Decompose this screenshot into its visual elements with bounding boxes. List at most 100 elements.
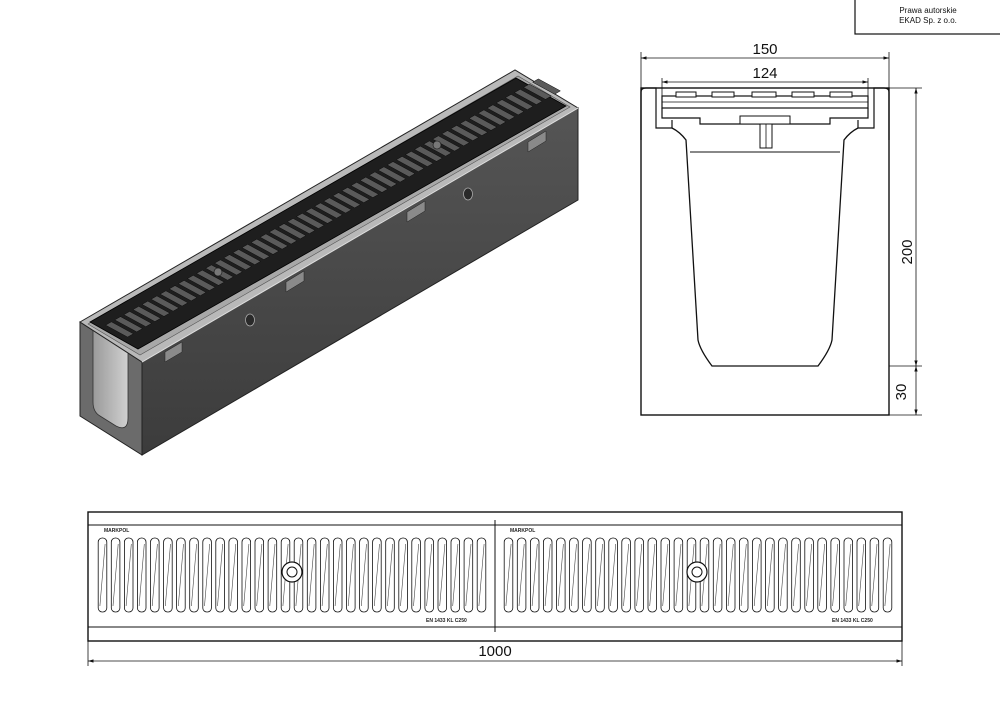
grate-slot-rib <box>256 543 263 607</box>
iso-grate-slot <box>341 187 371 203</box>
grate-slot-rib <box>347 543 354 607</box>
dimension-width-outer: 150 <box>752 41 777 58</box>
bolt-left <box>281 561 303 583</box>
iso-grate-slot <box>350 182 380 198</box>
grate-slot-rib <box>858 543 865 607</box>
grate-slot-rib <box>819 543 825 607</box>
grate-slot-rib <box>361 543 367 607</box>
grate-slot-rib <box>662 543 669 607</box>
grate-slot-rib <box>845 543 852 607</box>
grate-slot-rib <box>374 543 380 607</box>
grate-slot-rib <box>204 543 210 607</box>
isometric-grate-slots <box>105 78 561 338</box>
iso-grate-slot <box>495 99 525 116</box>
iso-grate-slot <box>114 316 144 333</box>
dimension-height: 200 <box>899 239 916 264</box>
iso-grate-slot <box>432 135 461 152</box>
side-hole-left <box>245 313 255 327</box>
grate-slot-rib <box>571 543 577 607</box>
dimension-width-inner: 124 <box>752 65 777 82</box>
grate-slot-rib <box>518 543 525 607</box>
grate-slot-rib <box>884 543 891 607</box>
grate-slot-rib <box>217 543 223 607</box>
iso-grate-slot <box>477 109 507 126</box>
grate-slot-rib <box>714 543 721 607</box>
iso-grate-slot <box>404 151 434 167</box>
iso-grate-slot <box>532 78 561 95</box>
grate-slot-rib <box>675 543 682 607</box>
cross-section-view: 150 124 200 30 <box>640 41 922 416</box>
brand-label-right: MARKPOL <box>510 528 535 534</box>
copyright-line2: EKAD Sp. z o.o. <box>899 16 957 25</box>
iso-grate-slot <box>295 213 325 229</box>
iso-grate-slot <box>468 114 498 131</box>
iso-grate-slot <box>159 290 189 307</box>
iso-grate-slot <box>241 244 271 260</box>
grate-slot-rib <box>557 543 564 607</box>
grate-slot-rib <box>544 543 551 607</box>
iso-grate-slot <box>504 94 534 110</box>
iso-grate-slot <box>195 269 225 286</box>
iso-grate-slot <box>377 166 407 183</box>
grate-slot-rib <box>452 543 459 607</box>
grate-slot-rib <box>125 543 132 607</box>
iso-grate-slot <box>486 104 516 121</box>
iso-grate-slot <box>177 280 207 296</box>
grate-slot-rib <box>465 543 472 607</box>
grate-slot-rib <box>387 543 393 607</box>
grate-slot-rib <box>753 543 760 607</box>
grate-slot-rib <box>151 543 158 607</box>
iso-grate-slot <box>522 83 552 100</box>
bolt-right <box>686 561 708 583</box>
grate-slot-rib <box>112 543 119 607</box>
grate-slot-rib <box>439 543 446 607</box>
grate-slot-rib <box>636 543 643 607</box>
brand-label-left: MARKPOL <box>104 528 129 534</box>
grate-slot-rib <box>413 543 419 607</box>
iso-grate-slot <box>286 218 316 234</box>
isometric-view <box>79 69 579 456</box>
grate-slot-rib <box>505 543 512 607</box>
rating-label-right: EN 1433 KL C250 <box>832 618 873 624</box>
iso-grate-slot <box>459 120 489 136</box>
iso-grate-slot <box>413 145 443 162</box>
iso-grate-slot <box>105 321 134 338</box>
grate-slot-rib <box>871 543 878 607</box>
dimension-length: 1000 <box>478 643 511 660</box>
grate-slot-rib <box>649 543 656 607</box>
iso-grate-slot <box>141 300 171 317</box>
iso-grate-slot <box>359 176 389 193</box>
grate-slot-rib <box>623 543 629 607</box>
grate-slot-rib <box>584 543 590 607</box>
grate-slot-rib <box>191 543 197 607</box>
grate-slot-rib <box>806 543 812 607</box>
iso-grate-slot <box>304 207 334 224</box>
grate-slot-rib <box>269 543 276 607</box>
iso-grate-slot <box>150 295 180 312</box>
iso-grate-slot <box>250 238 280 255</box>
top-view-grate-slots <box>97 537 893 613</box>
iso-grate-slot <box>450 125 480 141</box>
grate-slot-rib <box>727 543 734 607</box>
grate-slot-rib <box>767 543 773 607</box>
iso-grate-slot <box>395 156 425 172</box>
grate-slot-rib <box>426 543 433 607</box>
iso-grate-slot <box>386 161 416 178</box>
iso-grate-slot <box>314 202 343 219</box>
iso-grate-slot <box>513 89 543 105</box>
iso-grate-slot <box>214 259 243 276</box>
grate-slot-rib <box>832 543 839 607</box>
iso-grate-slot <box>332 192 362 209</box>
iso-grate-slot <box>441 130 471 147</box>
grate-slot-rib <box>243 543 250 607</box>
iso-grate-slot <box>132 306 162 322</box>
iso-grate-slot <box>259 233 289 250</box>
grate-slot-rib <box>597 543 603 607</box>
grate-slot-rib <box>178 543 184 607</box>
iso-grate-slot <box>186 275 216 291</box>
grate-slot-rib <box>308 543 315 607</box>
grate-slot-rib <box>780 543 786 607</box>
grate-slot-rib <box>165 543 171 607</box>
